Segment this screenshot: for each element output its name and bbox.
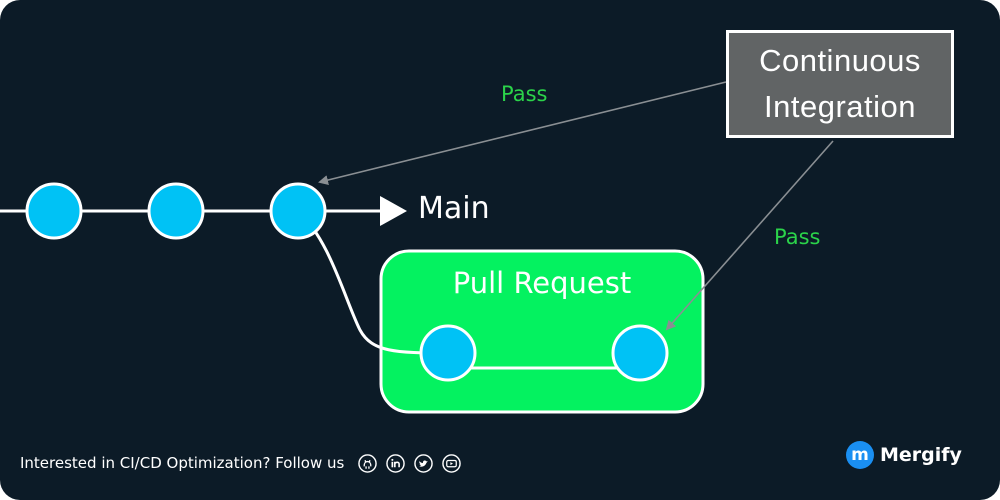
continuous-integration-box: Continuous Integration [726, 30, 954, 138]
main-commit-node [25, 182, 83, 240]
main-branch-label: Main [418, 191, 490, 226]
pass-label-pull-request: Pass [774, 225, 821, 249]
mergify-brand-name: Mergify [880, 444, 962, 466]
mergify-logo-icon: m [846, 441, 874, 469]
pull-request-commit-node [611, 324, 669, 382]
ci-box-line1: Continuous [759, 42, 921, 78]
github-icon[interactable] [358, 454, 377, 473]
main-branch-arrowhead [380, 196, 407, 226]
twitter-icon[interactable] [414, 454, 433, 473]
ci-box-line2: Integration [764, 89, 916, 124]
mergify-brand[interactable]: m Mergify [846, 440, 962, 470]
pull-request-title: Pull Request [452, 266, 632, 300]
pull-request-commit-node [419, 324, 477, 382]
ci-arrow-to-main [318, 81, 727, 185]
pull-request-branch-line [296, 209, 449, 355]
footer-follow-text: Interested in CI/CD Optimization? Follow… [20, 454, 345, 472]
linkedin-icon[interactable] [386, 454, 405, 473]
youtube-icon[interactable] [442, 454, 461, 473]
main-commit-node [147, 182, 205, 240]
pass-label-main: Pass [501, 82, 548, 106]
ci-arrow-to-pull-request [665, 140, 834, 331]
main-commit-node [269, 182, 327, 240]
